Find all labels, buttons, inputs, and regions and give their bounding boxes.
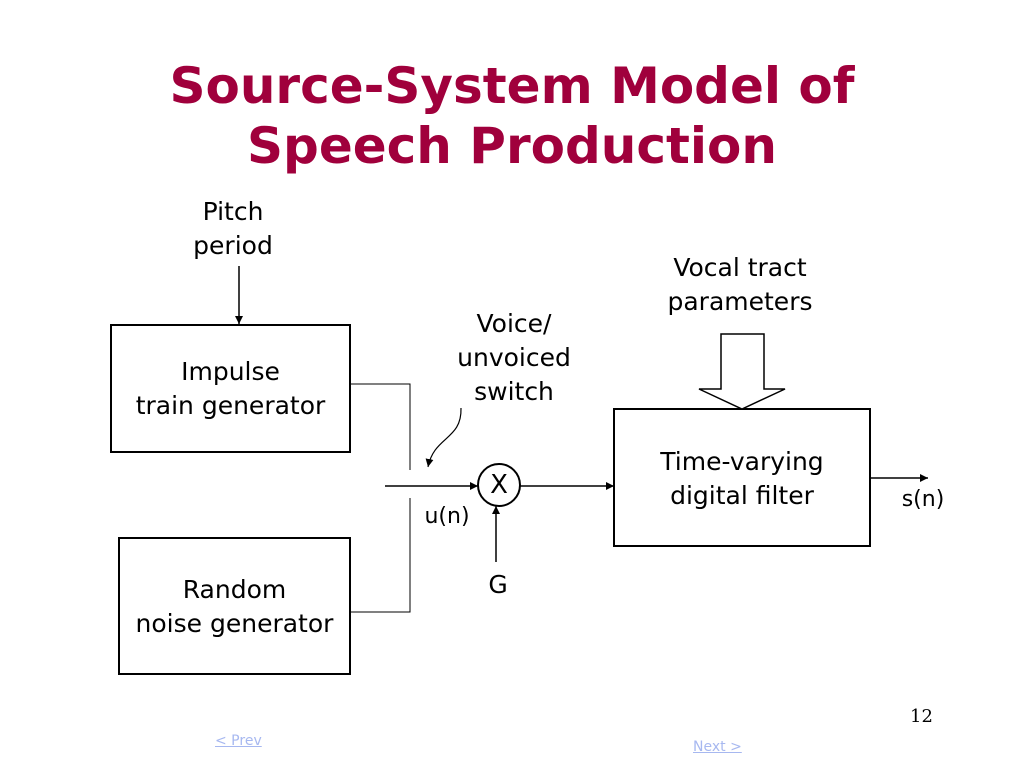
impulse-output-line <box>350 383 411 470</box>
random-noise-generator-box <box>118 537 351 675</box>
noise-label-line-1: Random <box>182 575 287 604</box>
page-number: 12 <box>910 706 933 727</box>
switch-label-line-3: switch <box>474 377 554 406</box>
prev-link[interactable]: < Prev <box>215 733 262 749</box>
vocal-tract-line-1: Vocal tract <box>673 253 807 282</box>
filter-label-line-1: Time-varying <box>660 447 824 476</box>
random-noise-generator-label: Random noise generator <box>119 573 350 641</box>
vocal-tract-line-2: parameters <box>667 287 813 316</box>
noise-label-line-2: noise generator <box>135 609 334 638</box>
u-of-n-label: u(n) <box>424 504 470 529</box>
slide-title-line-2: Speech Production <box>247 117 777 175</box>
gain-label: G <box>488 570 508 599</box>
noise-output-line <box>350 498 411 613</box>
impulse-train-generator-label: Impulse train generator <box>111 355 350 423</box>
time-varying-filter-label: Time-varying digital filter <box>614 445 870 513</box>
s-of-n-label: s(n) <box>901 487 945 512</box>
multiplier-symbol: X <box>490 470 508 500</box>
slide-title-line-1: Source-System Model of <box>169 57 855 115</box>
switch-pointer-arrow <box>425 407 462 468</box>
next-link[interactable]: Next > <box>693 739 742 755</box>
switch-label-line-2: unvoiced <box>457 343 571 372</box>
impulse-train-generator-box <box>110 324 351 453</box>
voice-unvoiced-switch-label: Voice/ unvoiced switch <box>434 307 594 409</box>
pitch-period-line-2: period <box>193 231 273 260</box>
slide-title: Source-System Model of Speech Production <box>0 56 1024 176</box>
impulse-label-line-1: Impulse <box>181 357 280 386</box>
switch-label-line-1: Voice/ <box>476 309 552 338</box>
impulse-label-line-2: train generator <box>135 391 326 420</box>
vocal-tract-block-arrow <box>698 333 786 410</box>
filter-label-line-2: digital filter <box>670 481 814 510</box>
vocal-tract-parameters-label: Vocal tract parameters <box>645 251 835 319</box>
pitch-period-line-1: Pitch <box>202 197 264 226</box>
pitch-period-label: Pitch period <box>173 195 293 263</box>
